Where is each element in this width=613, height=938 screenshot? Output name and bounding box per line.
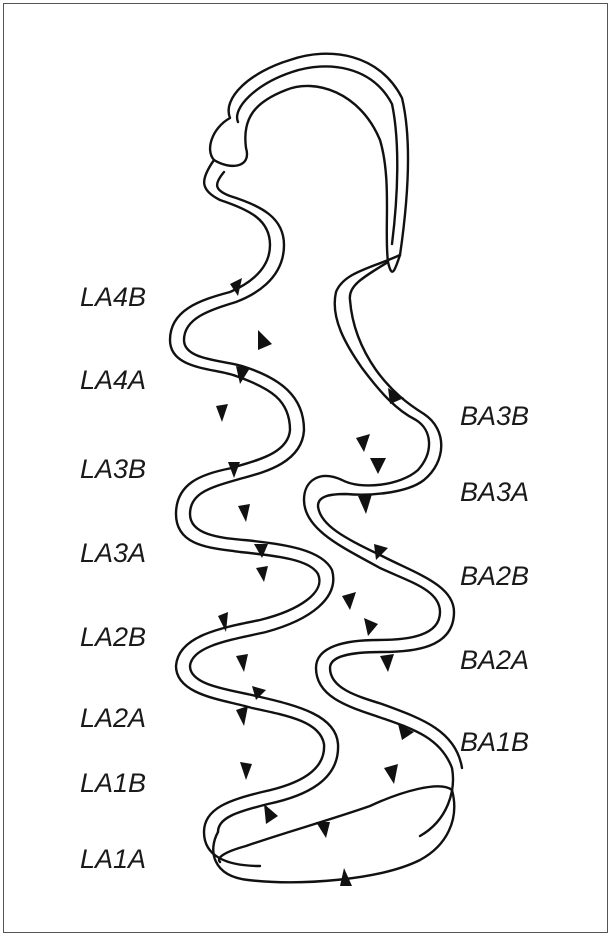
arrow-la2a-lower bbox=[236, 706, 248, 726]
label-ba3b: BA3B bbox=[460, 403, 529, 430]
bottom-lobe bbox=[213, 786, 454, 882]
arrow-la4a-lower bbox=[216, 404, 228, 422]
label-la4a: LA4A bbox=[80, 367, 146, 394]
label-ba2a: BA2A bbox=[460, 647, 529, 674]
arrow-la3b-upper bbox=[228, 462, 240, 478]
arrow-ba1b-lower bbox=[384, 764, 398, 784]
label-ba1b: BA1B bbox=[460, 729, 529, 756]
arrow-ba2b-lower bbox=[342, 592, 356, 610]
arrow-la3a-lower bbox=[256, 566, 268, 582]
top-lobe-inner bbox=[237, 66, 397, 244]
label-ba2b: BA2B bbox=[460, 563, 529, 590]
arrow-la1b-upper bbox=[240, 762, 252, 780]
label-la2a: LA2A bbox=[80, 705, 146, 732]
arrow-la3b-lower bbox=[238, 504, 250, 522]
arrow-la4b-lower bbox=[258, 330, 272, 350]
label-ba3a: BA3A bbox=[460, 479, 529, 506]
arrow-la1a-upper bbox=[316, 822, 330, 838]
arrow-ba3b-upper bbox=[388, 388, 404, 404]
label-la1b: LA1B bbox=[80, 770, 146, 797]
arrow-ba3a-lower bbox=[358, 494, 372, 514]
label-la1a: LA1A bbox=[80, 846, 146, 873]
arrow-ba2a-lower bbox=[380, 654, 394, 672]
arrow-ba2a-upper bbox=[364, 618, 378, 636]
arrow-la2b-lower bbox=[236, 654, 248, 672]
arrow-la1b-lower bbox=[264, 804, 278, 824]
right-wall-inner bbox=[318, 262, 462, 768]
arrow-ba3b-lower bbox=[356, 434, 370, 452]
arrow-ba3a-upper bbox=[370, 458, 386, 474]
label-la2b: LA2B bbox=[80, 624, 146, 651]
label-la4b: LA4B bbox=[80, 284, 146, 311]
arrow-la1a-lower bbox=[340, 868, 352, 886]
label-la3b: LA3B bbox=[80, 456, 146, 483]
label-la3a: LA3A bbox=[80, 540, 146, 567]
